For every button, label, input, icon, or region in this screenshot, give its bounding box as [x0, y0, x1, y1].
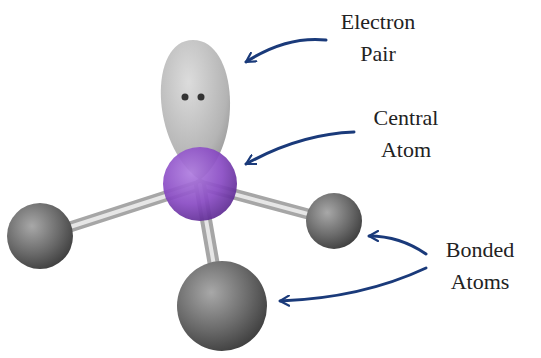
electron-dot [182, 94, 189, 101]
central-atom [163, 147, 237, 221]
bonded-atom-right [306, 193, 362, 249]
leader-arrow [246, 39, 326, 62]
electron-dot [198, 94, 205, 101]
leader-arrow [369, 236, 426, 254]
leader-arrow [246, 132, 354, 164]
part-label: Electron Pair [328, 6, 428, 70]
leader-arrow [280, 268, 426, 301]
part-label: Bonded Atoms [430, 234, 530, 298]
part-label: Central Atom [356, 102, 456, 166]
bonded-atom-left [7, 203, 73, 269]
bonded-atom-bottom [177, 261, 267, 351]
